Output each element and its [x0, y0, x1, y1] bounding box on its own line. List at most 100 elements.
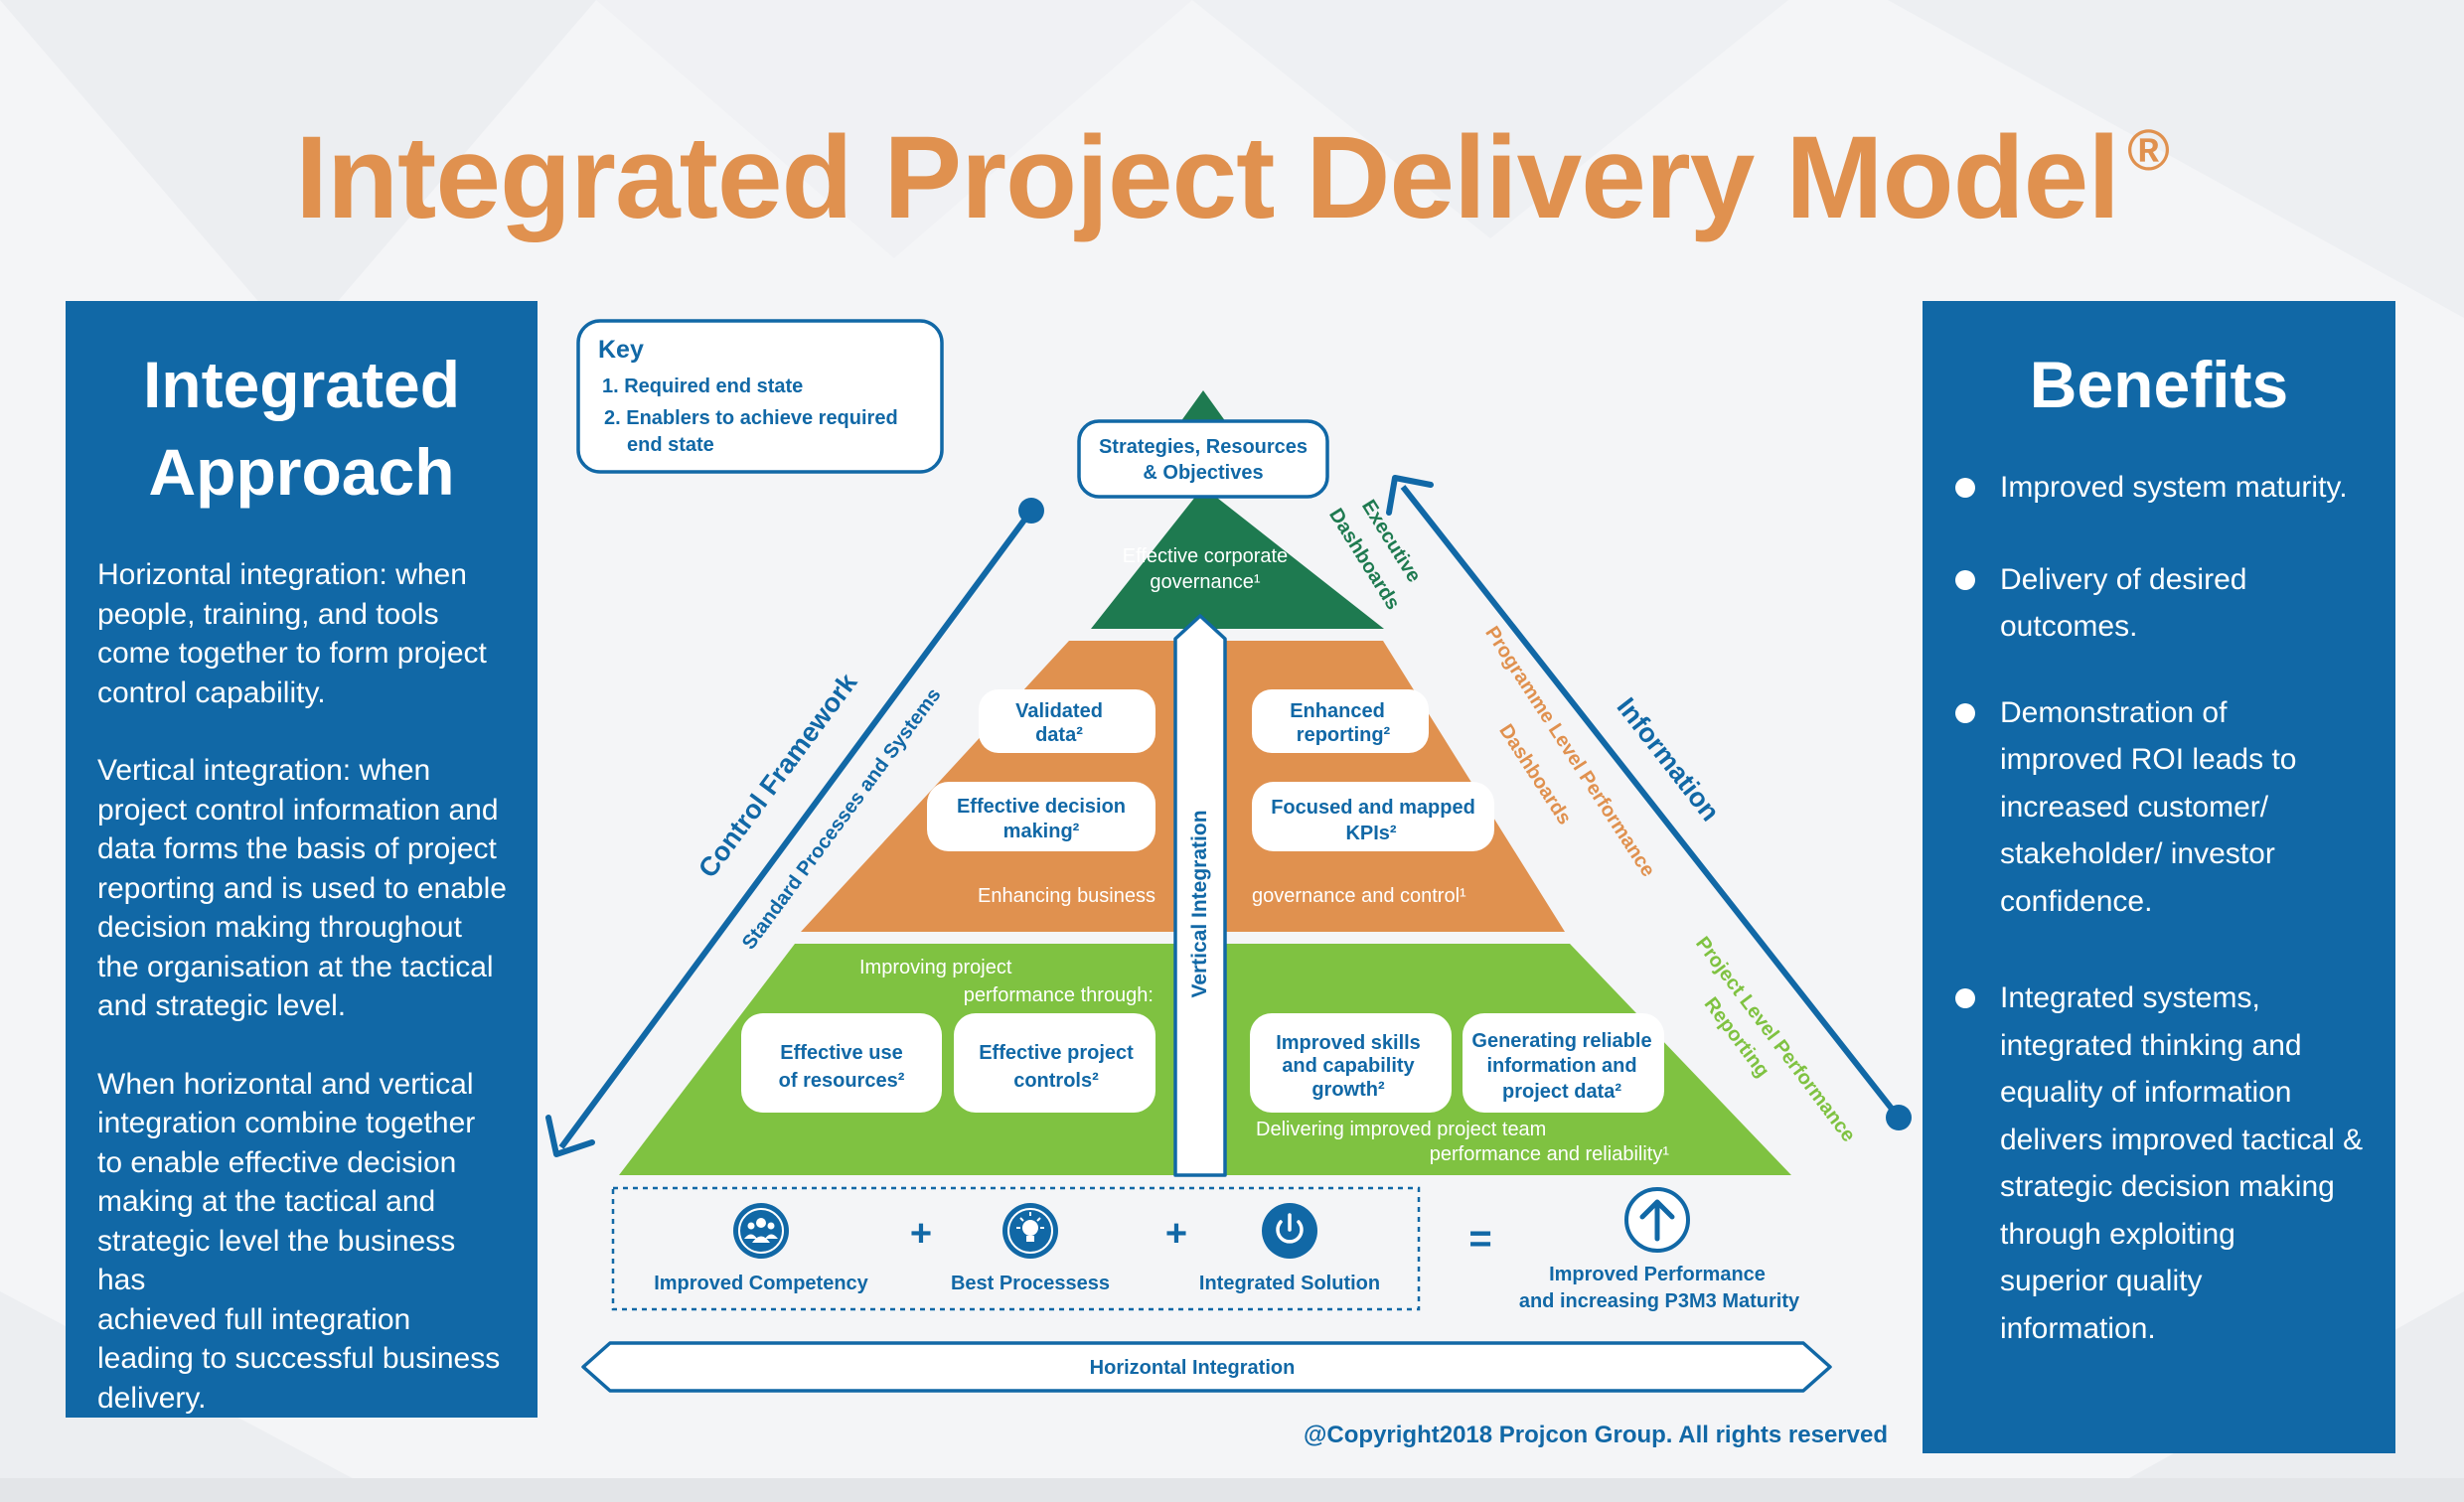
reliable-line3: project data² [1502, 1081, 1621, 1103]
result-line1: Improved Performance [1549, 1264, 1766, 1285]
para-line: delivery. [97, 1381, 207, 1415]
enhanced-reporting-box: Enhanced reporting² [1252, 689, 1429, 753]
benefit-item: Integrated systems, integrated thinking … [1923, 975, 2395, 1352]
kpis-line2: KPIs² [1345, 823, 1396, 844]
result-line2: and increasing P3M3 Maturity [1519, 1290, 1800, 1312]
benefit-line: Integrated systems, [2000, 981, 2260, 1014]
para-line: control capability. [97, 676, 326, 709]
para-line: leading to successful business [97, 1342, 501, 1375]
validated-line1: Validated [1015, 700, 1103, 722]
bullet-icon [1955, 988, 1975, 1008]
governance-tier [1091, 487, 1384, 629]
horizontal-integration-label: Horizontal Integration [1090, 1357, 1296, 1379]
strategies-line1: Strategies, Resources [1099, 436, 1308, 458]
validated-data-box: Validated data² [979, 689, 1155, 753]
copyright-text: @Copyright2018 Projcon Group. All rights… [1304, 1422, 1888, 1448]
decision-line2: making² [1003, 821, 1080, 842]
competency-icon [733, 1203, 789, 1259]
benefits-list: Improved system maturity. Delivery of de… [1923, 464, 2395, 1352]
best-processess-label: Best Processess [951, 1273, 1110, 1294]
benefit-line: delivers improved tactical & [2000, 1123, 2364, 1156]
delivering-caption-line2: performance and reliability¹ [1430, 1143, 1670, 1165]
plus-sign: + [910, 1213, 932, 1255]
equals-sign: = [1468, 1217, 1491, 1261]
benefit-line: superior quality [2000, 1265, 2203, 1297]
benefit-line: confidence. [2000, 884, 2153, 918]
reliable-line1: Generating reliable [1471, 1030, 1651, 1052]
para-line: and strategic level. [97, 989, 347, 1022]
strategies-box: Strategies, Resources & Objectives [1077, 419, 1329, 499]
improved-competency-label: Improved Competency [654, 1273, 868, 1294]
benefits-panel: Benefits Improved system maturity. Deliv… [1923, 301, 2395, 1453]
para-line: data forms the basis of project [97, 832, 497, 865]
registered-mark: ® [2127, 118, 2170, 183]
benefit-item: Improved system maturity. [1923, 464, 2395, 512]
para-line: the organisation at the tactical [97, 950, 494, 983]
controls-line1: Effective project [979, 1042, 1134, 1064]
para-line: When horizontal and vertical [97, 1067, 474, 1101]
horizontal-integration-paragraph: Horizontal integration: when people, tra… [97, 555, 508, 712]
para-line: achieved full integration [97, 1302, 411, 1336]
title-line: Approach [148, 435, 455, 509]
vertical-integration-arrow: Vertical Integration [1173, 614, 1227, 1177]
integrated-solution-label: Integrated Solution [1199, 1273, 1380, 1294]
governance-line2: governance¹ [1150, 571, 1261, 593]
benefit-line: strategic decision making [2000, 1170, 2335, 1203]
key-item-1: 1. Required end state [602, 376, 803, 397]
enhanced-line1: Enhanced [1290, 700, 1385, 722]
benefit-line: information. [2000, 1311, 2156, 1345]
vertical-integration-paragraph: Vertical integration: when project contr… [97, 751, 508, 1026]
up-arrow-icon [1624, 1187, 1690, 1253]
equation-box [611, 1186, 1421, 1311]
para-line: strategic level the business has [97, 1224, 456, 1297]
enhancing-business-caption: Enhancing business [978, 885, 1155, 907]
bullet-icon [1955, 569, 1975, 590]
skills-line2: and capability [1282, 1055, 1415, 1077]
effective-controls-box: Effective project controls² [954, 1013, 1155, 1113]
benefit-line: through exploiting [2000, 1217, 2235, 1251]
pyramid-peak [1180, 390, 1226, 422]
reliable-line2: information and [1486, 1055, 1636, 1077]
effective-decision-box: Effective decision making² [927, 782, 1155, 851]
lightbulb-icon [1002, 1203, 1058, 1259]
title-line: Integrated [142, 348, 461, 421]
delivering-caption-line1: Delivering improved project team [1256, 1119, 1546, 1140]
strategies-line2: & Objectives [1143, 462, 1263, 484]
integrated-approach-title: Integrated Approach [66, 341, 538, 516]
skills-line1: Improved skills [1276, 1032, 1421, 1054]
page-title: Integrated Project Delivery Model® [0, 81, 2464, 247]
para-line: project control information and [97, 793, 499, 826]
benefit-line: integrated thinking and [2000, 1028, 2302, 1062]
integrated-approach-panel: Integrated Approach Horizontal integrati… [66, 301, 538, 1418]
kpis-line1: Focused and mapped [1271, 797, 1475, 819]
benefit-line: increased customer/ [2000, 790, 2269, 824]
full-integration-paragraph: When horizontal and vertical integration… [97, 1065, 508, 1419]
bullet-icon [1955, 478, 1975, 498]
benefit-line: stakeholder/ investor [2000, 837, 2275, 870]
benefit-line: outcomes. [2000, 610, 2138, 643]
para-line: integration combine together [97, 1107, 476, 1139]
para-line: Horizontal integration: when [97, 558, 467, 591]
governance-control-caption: governance and control¹ [1252, 885, 1466, 907]
skills-line3: growth² [1311, 1079, 1385, 1101]
validated-line2: data² [1035, 724, 1083, 746]
power-icon [1262, 1203, 1317, 1259]
improving-caption-line1: Improving project [859, 957, 1012, 978]
resources-line1: Effective use [780, 1042, 902, 1064]
para-line: Vertical integration: when [97, 754, 431, 787]
key-box: Key 1. Required end state 2. Enablers to… [576, 319, 944, 474]
para-line: reporting and is used to enable [97, 871, 507, 905]
key-title: Key [598, 336, 644, 364]
horizontal-integration-arrow: Horizontal Integration [581, 1341, 1832, 1393]
effective-resources-box: Effective use of resources² [741, 1013, 942, 1113]
para-line: people, training, and tools [97, 597, 439, 631]
benefit-line: Delivery of desired [2000, 562, 2247, 596]
controls-line2: controls² [1013, 1070, 1099, 1092]
benefits-title: Benefits [2029, 348, 2289, 421]
bullet-icon [1955, 702, 1975, 723]
resources-line2: of resources² [779, 1070, 905, 1092]
para-line: to enable effective decision [97, 1145, 457, 1179]
benefit-line: equality of information [2000, 1076, 2292, 1109]
improved-skills-box: Improved skills and capability growth² [1250, 1013, 1452, 1113]
